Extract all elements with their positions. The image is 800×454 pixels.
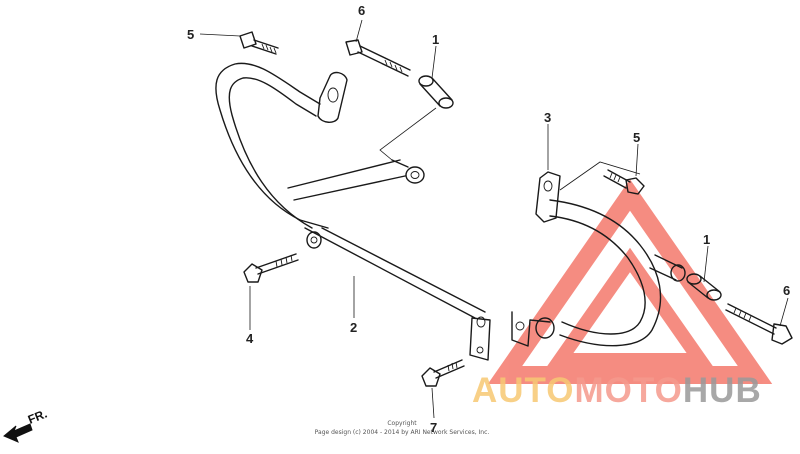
frame-bar-left	[215, 62, 491, 361]
callout-7: 7	[430, 420, 437, 435]
bolt-5-left	[239, 31, 279, 55]
svg-text:AUTOMOTOHUB: AUTOMOTOHUB	[472, 371, 762, 410]
callout-6-right: 6	[783, 283, 790, 298]
leader-lines	[199, 19, 789, 419]
callout-2: 2	[350, 320, 357, 335]
watermark-triangle-logo	[487, 179, 773, 384]
copyright-line-2: Page design (c) 2004 - 2014 by ARI Netwo…	[315, 429, 490, 436]
front-label: FR.	[26, 407, 49, 427]
front-arrow-icon	[3, 423, 33, 443]
watermark-moto: MOTO	[575, 371, 683, 410]
callout-5-right: 5	[633, 130, 640, 145]
watermark-hub: HUB	[683, 371, 762, 410]
collar-1-top	[418, 75, 454, 109]
bolt-6-top	[345, 39, 411, 77]
callout-1-right: 1	[703, 232, 710, 247]
bracket-right	[511, 171, 686, 347]
copyright-line-1: Copyright	[387, 420, 417, 427]
callout-6-top: 6	[358, 3, 365, 18]
bolt-7	[421, 359, 465, 387]
watermark-text: AUTOMOTOHUB	[472, 371, 762, 410]
collar-1-right	[686, 273, 722, 301]
front-direction-indicator: FR.	[3, 407, 49, 443]
callout-1-top: 1	[432, 32, 439, 47]
callout-5-left: 5	[187, 27, 194, 42]
bolt-5-right	[603, 169, 645, 195]
bolt-6-right	[725, 303, 793, 345]
callout-3: 3	[544, 110, 551, 125]
bolt-4	[243, 253, 299, 283]
watermark-auto: AUTO	[472, 371, 575, 410]
callout-4: 4	[246, 331, 254, 346]
